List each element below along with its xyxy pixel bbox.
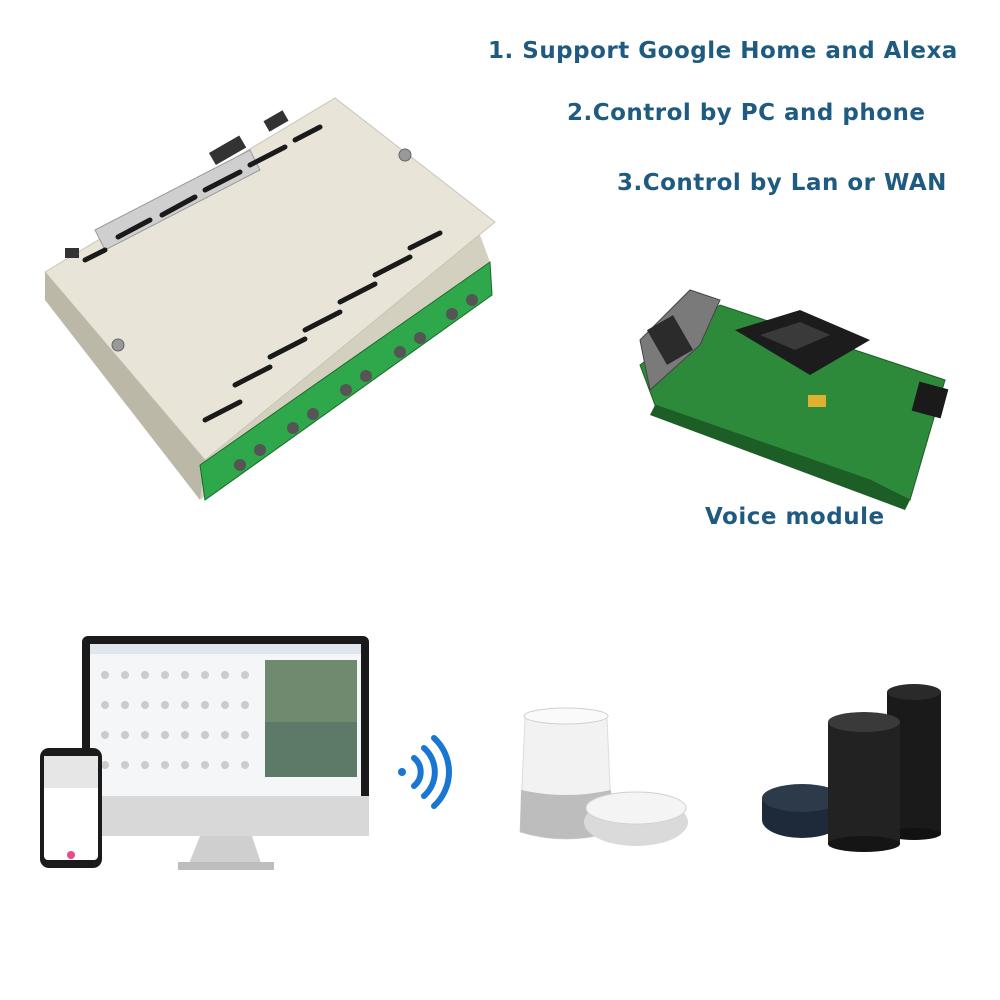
desktop-monitor [82, 636, 369, 870]
google-home-mini [584, 791, 688, 846]
feature-lan-wan: 3.Control by Lan or WAN [617, 170, 947, 196]
relay-controller [44, 97, 496, 501]
feature-google-alexa: 1. Support Google Home and Alexa [488, 38, 958, 64]
voice-module [639, 289, 949, 510]
smartphone [40, 748, 102, 868]
amazon-echo [828, 712, 900, 852]
echo-dot [762, 784, 842, 838]
voice-module-label: Voice module [705, 504, 885, 530]
feature-pc-phone: 2.Control by PC and phone [567, 100, 926, 126]
wifi-signal-icon [398, 735, 453, 809]
